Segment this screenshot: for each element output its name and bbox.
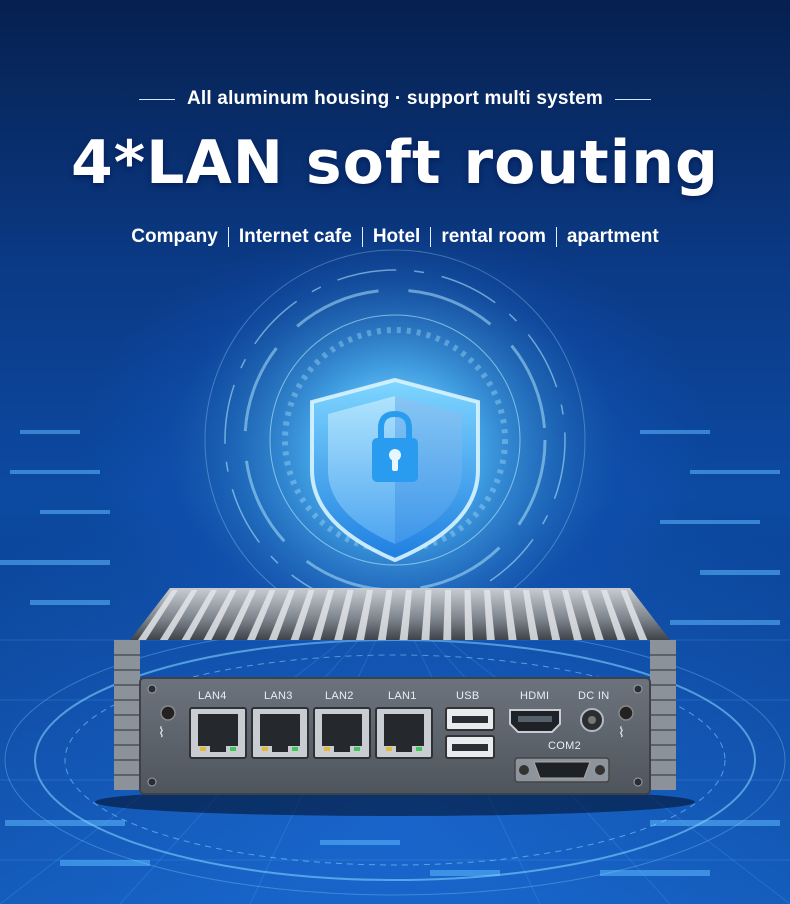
heatsink-fin <box>581 590 604 640</box>
use-case-item: Internet cafe <box>238 226 352 247</box>
use-case-separator <box>555 227 557 247</box>
heatsink-fin <box>542 590 561 640</box>
lan3-label: LAN3 <box>264 690 293 702</box>
tagline-divider-right <box>615 98 652 100</box>
heatsink-fin <box>399 590 412 640</box>
use-case-item: rental room <box>441 226 546 247</box>
lan4-label: LAN4 <box>198 690 227 702</box>
heatsink-fin <box>203 590 237 640</box>
tagline: All aluminum housing · support multi sys… <box>186 88 604 109</box>
usb-label: USB <box>456 690 480 702</box>
page-title: 4*LAN soft routing <box>71 128 719 198</box>
wifi-icon: ⌇ <box>158 724 166 740</box>
wifi-icon: ⌇ <box>618 724 626 740</box>
heatsink-fin <box>443 590 452 640</box>
heatsink-fin <box>138 590 178 640</box>
use-case-separator <box>430 227 432 247</box>
heatsink-fin <box>620 590 648 640</box>
heatsink-fin <box>377 590 393 640</box>
lan2-label: LAN2 <box>325 690 354 702</box>
heatsink-fin <box>181 590 217 640</box>
heatsink-fin <box>356 590 373 640</box>
lan-port-lan2 <box>313 707 371 759</box>
com2-port <box>514 757 610 783</box>
mini-pc-device <box>95 588 695 816</box>
lan-port-lan4 <box>189 707 247 759</box>
padlock-icon <box>372 410 418 482</box>
heatsink-fin <box>421 590 432 640</box>
lan-port-lan3 <box>251 707 309 759</box>
heatsink-fin <box>523 590 539 640</box>
use-case-separator <box>361 227 363 247</box>
use-case-list: Company Internet cafe Hotel rental room apar… <box>0 224 790 250</box>
tagline-row: All aluminum housing · support multi sys… <box>0 86 790 112</box>
heatsink-fin <box>484 590 495 640</box>
hdmi-port <box>509 709 561 733</box>
heatsink-fin <box>503 590 517 640</box>
use-case-item: apartment <box>566 226 659 247</box>
heatsink-fin <box>225 590 256 640</box>
heatsink-fin <box>562 590 582 640</box>
dc-in-label: DC IN <box>578 690 610 702</box>
heatsink-fin <box>334 590 354 640</box>
lan1-label: LAN1 <box>388 690 417 702</box>
heatsink-fin <box>464 590 473 640</box>
hdmi-label: HDMI <box>520 690 550 702</box>
use-case-separator <box>227 227 229 247</box>
lan-port-lan1 <box>375 707 433 759</box>
usb-ports <box>445 707 495 759</box>
heatsink-fin <box>268 590 295 640</box>
heatsink-fin <box>247 590 276 640</box>
com2-label: COM2 <box>548 740 581 752</box>
tagline-divider-left <box>138 98 175 100</box>
heatsink-fin <box>312 590 334 640</box>
heatsink-fin <box>290 590 315 640</box>
use-case-item: Hotel <box>372 226 421 247</box>
dc-in-port <box>580 708 604 732</box>
heatsink-fin <box>601 590 626 640</box>
use-case-item: Company <box>131 226 218 247</box>
heatsink-fin <box>159 590 198 640</box>
